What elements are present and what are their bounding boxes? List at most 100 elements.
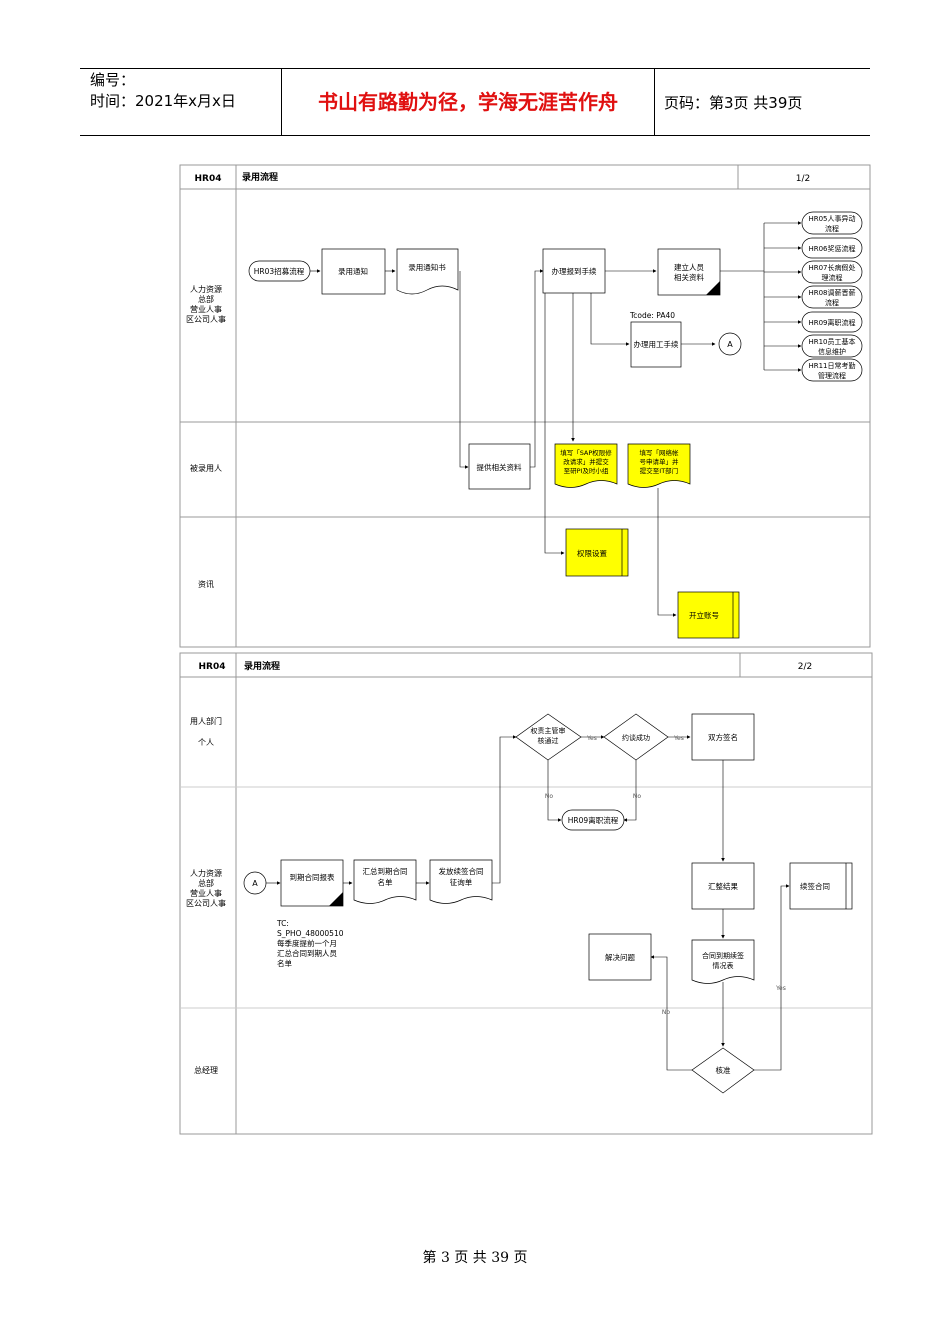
node-label: 汇总到期合同 bbox=[363, 866, 408, 876]
flow2-lane-dept: 用人部门 bbox=[190, 716, 222, 726]
node-label: 合同到期续签 bbox=[702, 951, 744, 960]
lane-label: 营业人事 bbox=[190, 888, 222, 898]
node-label: HR09离职流程 bbox=[808, 318, 855, 327]
header-meta: 编号： 时间：2021年x月x日 bbox=[90, 70, 236, 112]
flow2-lane-hr: 人力资源 总部 营业人事 区公司人事 bbox=[186, 868, 226, 908]
node-label: HR07长病假处 bbox=[808, 263, 855, 272]
node-label: 发放续签合同 bbox=[439, 866, 484, 876]
flow1-connectors bbox=[310, 221, 802, 617]
node-label: HR03招募流程 bbox=[254, 266, 305, 276]
node-label: 情况表 bbox=[713, 961, 734, 970]
decision-negotiate: 约谈成功 bbox=[603, 713, 669, 761]
node-start-hr03: HR03招募流程 bbox=[248, 260, 311, 282]
edge-label-yes: Yes bbox=[586, 735, 597, 742]
node-sap-form: 填写「SAP权限修 改请求」并提交 至研PI及时小组 bbox=[554, 443, 618, 488]
edge-label-no: No bbox=[633, 793, 641, 800]
node-label: HR09离职流程 bbox=[568, 815, 619, 825]
output-hr06: HR06奖惩流程 bbox=[801, 237, 863, 259]
node-label: 提交至IT部门 bbox=[640, 466, 678, 475]
flow1-page: 1/2 bbox=[796, 174, 810, 184]
node-label: 建立人员 bbox=[674, 262, 704, 272]
node-label: 双方签名 bbox=[708, 732, 738, 742]
node-label: HR10员工基本 bbox=[808, 337, 855, 346]
flow2-title: 录用流程 bbox=[244, 660, 280, 672]
flow1-lane-hired: 被录用人 bbox=[190, 463, 222, 473]
node-both-sign: 双方签名 bbox=[691, 713, 755, 761]
connector-a-2: A bbox=[243, 871, 267, 895]
node-label: 理流程 bbox=[822, 273, 843, 282]
edge-label-no: No bbox=[662, 1009, 670, 1016]
node-report: 办理报到手续 bbox=[542, 248, 606, 294]
node-label: 填写「网络帐 bbox=[640, 448, 680, 457]
note-line: 名单 bbox=[277, 958, 292, 968]
node-label: 至研PI及时小组 bbox=[564, 466, 609, 475]
node-label: 到期合同报表 bbox=[290, 872, 335, 882]
output-hr05: HR05人事异动 流程 bbox=[801, 211, 863, 235]
node-label: HR11日常考勤 bbox=[808, 361, 855, 370]
node-build-records: 建立人员 相关资料 bbox=[657, 248, 721, 296]
node-label: 核准 bbox=[716, 1065, 731, 1075]
node-label: 办理报到手续 bbox=[552, 266, 597, 276]
node-label: A bbox=[727, 340, 733, 349]
node-label: HR05人事异动 bbox=[808, 214, 855, 223]
lane-label: 区公司人事 bbox=[186, 898, 226, 908]
node-label: 录用通知 bbox=[338, 266, 368, 276]
lane-label: 区公司人事 bbox=[186, 314, 226, 324]
node-notice: 录用通知 bbox=[321, 248, 386, 295]
connector-a: A bbox=[718, 332, 742, 356]
header-motto: 书山有路勤为径，学海无涯苦作舟 bbox=[318, 90, 618, 114]
node-permission-setup: 权限设置 bbox=[565, 528, 629, 577]
node-resolve: 解决问题 bbox=[588, 933, 652, 981]
edge-label-yes: Yes bbox=[775, 985, 786, 992]
node-renew: 续签合同 bbox=[789, 862, 853, 910]
node-label: 开立账号 bbox=[689, 610, 719, 620]
node-summary: 汇整结果 bbox=[691, 862, 755, 910]
flow2-connectors bbox=[266, 735, 790, 1071]
flow2-edge-labels: Yes Yes No No No Yes bbox=[545, 735, 786, 1016]
output-hr10: HR10员工基本 信息维护 bbox=[801, 334, 863, 358]
node-label: 名单 bbox=[378, 877, 393, 887]
node-label: HR08调薪晋薪 bbox=[808, 288, 855, 297]
flow1-frame bbox=[179, 164, 871, 648]
node-open-account: 开立账号 bbox=[677, 591, 740, 639]
document-number: 编号： bbox=[90, 71, 136, 89]
output-terminators: HR05人事异动 流程 HR06奖惩流程 HR07长病假处 理流程 HR08调薪… bbox=[801, 211, 863, 382]
note-line: 汇总合同到期人员 bbox=[277, 948, 337, 958]
document-date: 时间：2021年x月x日 bbox=[90, 92, 236, 110]
output-hr09: HR09离职流程 bbox=[801, 311, 863, 333]
flow1-lane-hr: 人力资源 总部 营业人事 区公司人事 bbox=[186, 284, 226, 324]
flow1-code: HR04 bbox=[195, 174, 222, 184]
lane-label: 总部 bbox=[198, 878, 214, 888]
output-hr11: HR11日常考勤 管理流程 bbox=[801, 358, 863, 382]
tcode-note: Tcode: PA40 bbox=[629, 311, 675, 320]
node-employment: 办理用工手续 bbox=[630, 321, 682, 368]
decision-approve: 权责主管审 核通过 bbox=[515, 713, 582, 761]
node-label: 信息维护 bbox=[818, 347, 846, 356]
lane-label: 总部 bbox=[198, 294, 214, 304]
note-line: 每季度提前一个月 bbox=[277, 938, 337, 948]
node-label: 核通过 bbox=[538, 736, 559, 745]
node-label: 流程 bbox=[825, 298, 839, 307]
node-status-table: 合同到期续签 情况表 bbox=[691, 939, 755, 984]
note-line: S_PHO_48000510 bbox=[277, 929, 344, 938]
flow2-lane-gm: 总经理 bbox=[194, 1065, 218, 1075]
edge-label-yes: Yes bbox=[673, 735, 684, 742]
node-label: 权限设置 bbox=[577, 548, 607, 558]
lane-label: 人力资源 bbox=[190, 868, 222, 878]
flow2-page: 2/2 bbox=[798, 662, 812, 672]
node-label: 征询单 bbox=[450, 877, 473, 887]
node-label: 提供相关资料 bbox=[477, 462, 522, 472]
node-label: 号申请单」并 bbox=[640, 457, 680, 466]
header-divider bbox=[281, 68, 282, 136]
page-footer: 第 3 页 共 39 页 bbox=[422, 1250, 528, 1266]
node-hr09-resign: HR09离职流程 bbox=[561, 809, 625, 831]
flow2-code: HR04 bbox=[199, 662, 226, 672]
node-collect-list: 汇总到期合同 名单 bbox=[353, 859, 417, 904]
header-divider bbox=[654, 68, 655, 136]
node-label: 汇整结果 bbox=[708, 881, 738, 891]
node-label: 续签合同 bbox=[800, 881, 830, 891]
node-provide-docs: 提供相关资料 bbox=[468, 443, 531, 490]
flow1-title: 录用流程 bbox=[242, 171, 278, 183]
node-label: HR06奖惩流程 bbox=[808, 244, 855, 253]
